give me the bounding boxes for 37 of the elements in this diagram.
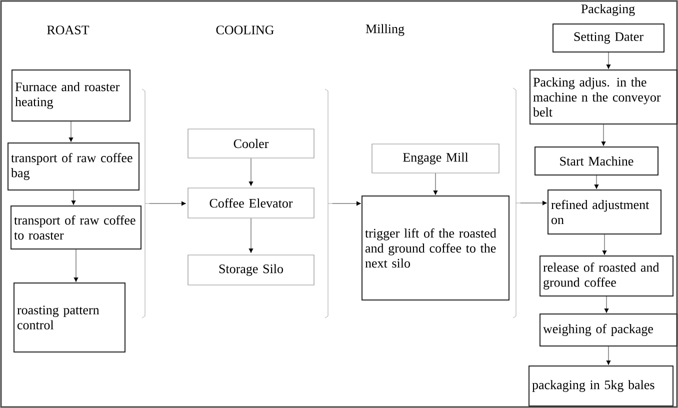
column-heading: ROAST	[47, 26, 90, 34]
process-box: transport of raw coffee bag	[8, 142, 140, 190]
arrow	[606, 52, 611, 70]
process-box: transport of raw coffee to roaster	[10, 206, 142, 250]
process-box: refined adjustment on	[548, 190, 662, 234]
arrow	[604, 296, 609, 314]
bracket	[142, 88, 150, 318]
arrow	[602, 234, 607, 256]
process-box: trigger lift of the roasted and ground coffee to the next silo	[362, 196, 510, 300]
process-box: roasting pattern control	[14, 282, 126, 352]
arrow	[332, 201, 362, 206]
arrow	[594, 175, 599, 190]
process-box: packaging in 5kg bales	[528, 366, 674, 406]
arrow	[433, 173, 438, 196]
bracket	[512, 88, 520, 318]
arrow	[74, 249, 78, 282]
arrow	[248, 218, 254, 254]
process-box: Start Machine	[534, 146, 658, 176]
process-box: release of roasted and ground coffee	[540, 256, 674, 296]
arrow	[520, 200, 548, 206]
process-box: Furnace and roaster heating	[12, 70, 130, 122]
process-box: weighing of package	[540, 314, 678, 346]
process-box: Packing adjus. in the machine n the conveyor belt	[530, 70, 678, 124]
process-box: Storage Silo	[188, 254, 314, 286]
process-box: Cooler	[188, 128, 314, 158]
process-box: Coffee Elevator	[188, 188, 314, 218]
column-heading: Milling	[366, 24, 404, 36]
process-box: Setting Dater	[552, 24, 664, 52]
arrow	[68, 121, 74, 142]
arrow	[606, 346, 611, 366]
column-heading: COOLING	[216, 26, 274, 34]
arrow	[248, 158, 254, 186]
process-box: Engage Mill	[372, 144, 500, 174]
bracket	[324, 88, 332, 318]
arrow	[149, 201, 186, 206]
arrow	[71, 190, 76, 206]
arrow	[601, 124, 606, 146]
